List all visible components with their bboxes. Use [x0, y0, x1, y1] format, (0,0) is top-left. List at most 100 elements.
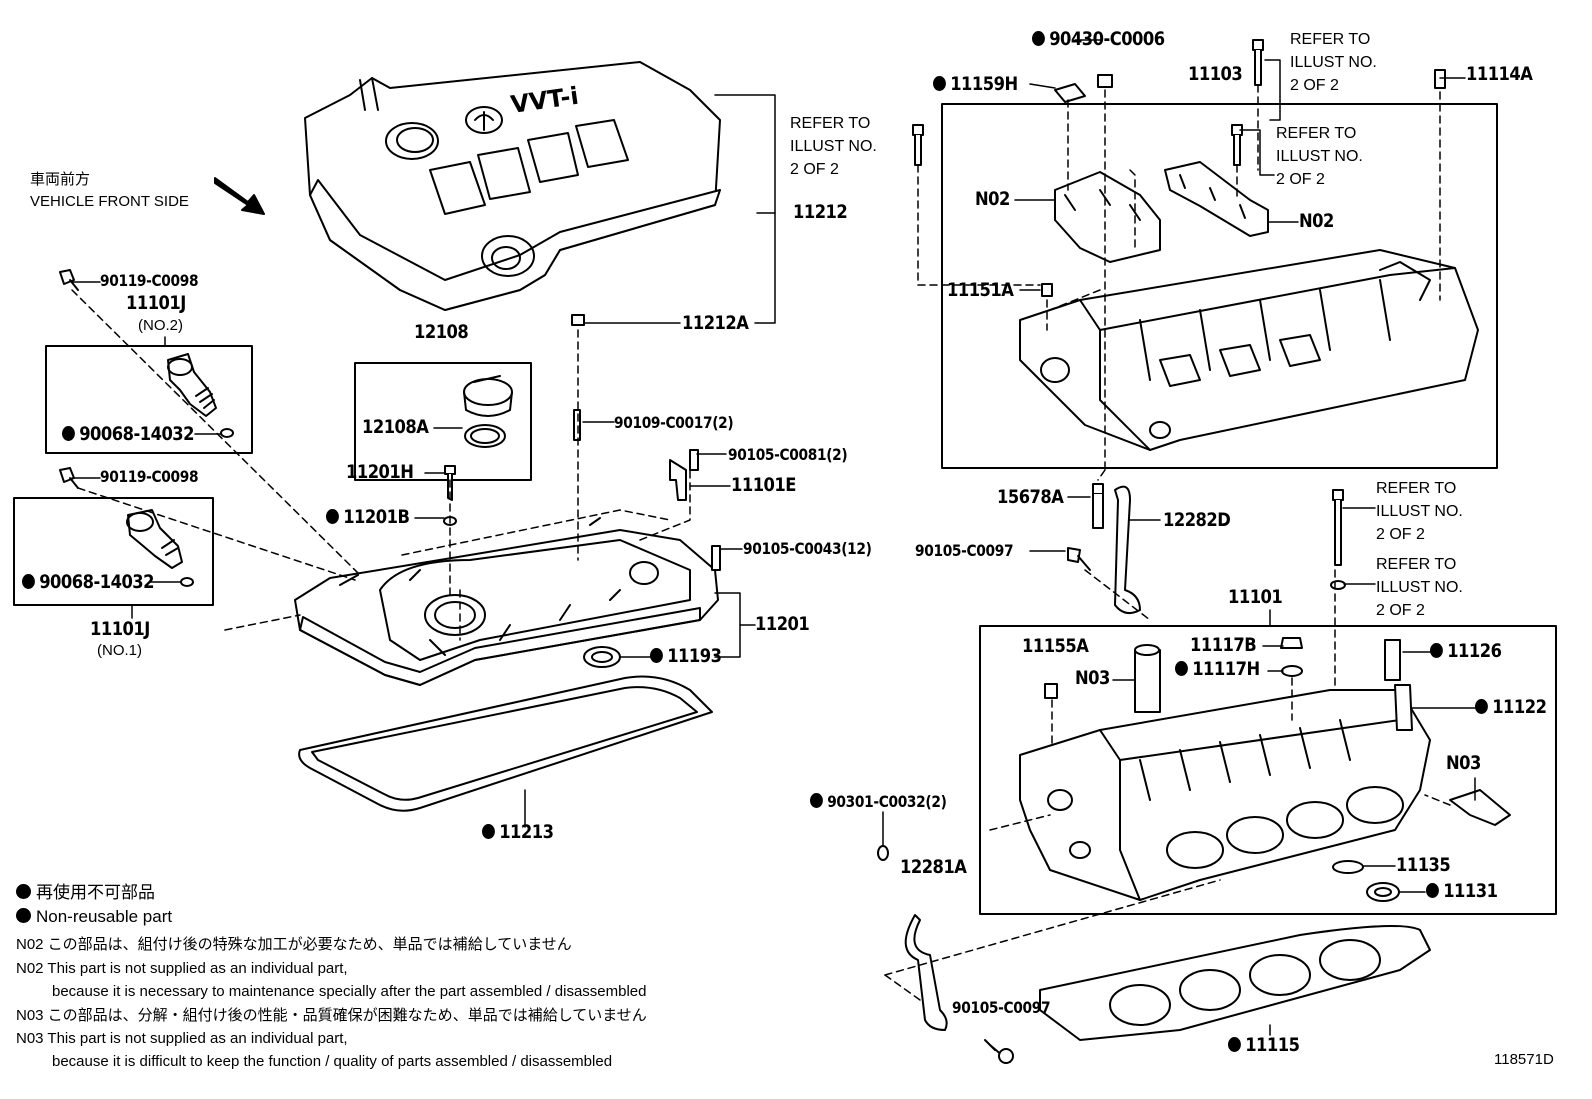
frame-11103 [941, 103, 1498, 469]
label-11159H: 11159H [933, 75, 1018, 94]
frame-11101 [979, 625, 1557, 915]
note-n02-en2: because it is necessary to maintenance s… [52, 983, 647, 1000]
front-arrow-icon [214, 177, 265, 215]
label-15678A: 15678A [997, 486, 1064, 508]
frame-ocv-no1 [13, 497, 214, 606]
refer-note-5: REFER TO ILLUST NO. 2 OF 2 [1376, 556, 1463, 619]
label-90105-c0097-b: 90105-C0097 [952, 998, 1051, 1017]
label-no1: (NO.1) [97, 642, 142, 659]
label-12108: 12108 [414, 321, 469, 343]
label-11151A: 11151A [947, 279, 1014, 301]
cylinder-head-cover-11201 [294, 517, 719, 686]
nonreusable-dot-icon [1475, 699, 1488, 714]
label-12108A: 12108A [362, 416, 429, 438]
note-n02-en1: N02 This part is not supplied as an indi… [16, 960, 348, 977]
label-11213: 11213 [482, 823, 554, 842]
camshaft-housing [1019, 249, 1479, 451]
legend-jp: 再使用不可部品 [16, 884, 155, 901]
nonreusable-dot-icon [16, 908, 31, 923]
front-side-jp: 車両前方 [30, 171, 91, 188]
label-n02-a: N02 [975, 188, 1010, 210]
nonreusable-dot-icon [16, 884, 31, 899]
label-12282D: 12282D [1163, 509, 1231, 531]
small-parts-right-bottom [877, 637, 1511, 1064]
label-11101: 11101 [1228, 586, 1283, 608]
note-n02-jp: N02 この部品は、組付け後の特殊な加工が必要なため、単品では補給していません [16, 936, 572, 953]
nonreusable-dot-icon [1032, 31, 1045, 46]
label-90119-top: 90119-C0098 [100, 271, 199, 290]
label-11101J-no1: 11101J [90, 618, 150, 640]
label-11201H: 11201H [346, 461, 414, 483]
engine-cover-11212: VVT-i [304, 61, 721, 311]
diagram-id: 118571D [1494, 1051, 1554, 1068]
label-11131: 11131 [1426, 882, 1498, 901]
note-n03-en1: N03 This part is not supplied as an indi… [16, 1030, 348, 1047]
label-11155A: 11155A [1022, 635, 1089, 657]
nonreusable-dot-icon [22, 574, 35, 589]
nonreusable-dot-icon [933, 76, 946, 91]
label-90105-c0043: 90105-C0043(12) [743, 539, 872, 558]
head-gasket-11115 [1039, 925, 1431, 1041]
label-90119-bot: 90119-C0098 [100, 467, 199, 486]
label-90109: 90109-C0017(2) [614, 413, 734, 432]
label-11201B: 11201B [326, 508, 410, 527]
label-11117B: 11117B [1190, 634, 1257, 656]
dashed-lines-right-top [917, 84, 1441, 731]
label-no2: (NO.2) [138, 317, 183, 334]
note-n03-en2: because it is difficult to keep the func… [52, 1053, 613, 1070]
frame-12108 [354, 362, 532, 481]
label-11212A: 11212A [682, 312, 749, 334]
refer-note-2: REFER TO ILLUST NO. 2 OF 2 [1290, 31, 1377, 94]
refer-note-3: REFER TO ILLUST NO. 2 OF 2 [1276, 125, 1363, 188]
label-11101E: 11101E [731, 474, 796, 496]
refer-note-4: REFER TO ILLUST NO. 2 OF 2 [1376, 480, 1463, 543]
gasket-11213 [298, 675, 713, 812]
label-11201: 11201 [755, 613, 810, 635]
label-90105-c0081: 90105-C0081(2) [728, 445, 848, 464]
label-90068-bot: 90068-14032 [22, 573, 155, 592]
leader-lines-right-top [1014, 39, 1466, 585]
label-11103: 11103 [1188, 63, 1243, 85]
frame-ocv-no2 [45, 345, 253, 454]
nonreusable-dot-icon [482, 824, 495, 839]
oil-control-valve-no2 [167, 353, 234, 438]
legend-en: Non-reusable part [16, 908, 172, 925]
oil-control-valve-no1 [126, 509, 194, 587]
nonreusable-dot-icon [1430, 643, 1443, 658]
bearing-caps-n02 [1054, 161, 1269, 263]
label-n02-b: N02 [1299, 210, 1334, 232]
leader-lines-left [71, 94, 776, 828]
refer-note-1: REFER TO ILLUST NO. 2 OF 2 [790, 115, 877, 178]
leader-lines-right-bottom [882, 609, 1476, 1036]
dashed-lines-right-bottom [884, 569, 1451, 1001]
nonreusable-dot-icon [1175, 661, 1188, 676]
label-90430: 90430-C0006 [1032, 30, 1165, 49]
label-n03-a: N03 [1075, 667, 1110, 689]
nonreusable-dot-icon [326, 509, 339, 524]
label-11135: 11135 [1396, 854, 1451, 876]
label-90068-top: 90068-14032 [62, 425, 195, 444]
label-11114A: 11114A [1466, 63, 1533, 85]
front-side-en: VEHICLE FRONT SIDE [30, 193, 189, 210]
label-11122: 11122 [1475, 698, 1547, 717]
label-11212: 11212 [793, 201, 848, 223]
label-11101J-no2: 11101J [126, 292, 186, 314]
nonreusable-dot-icon [62, 426, 75, 441]
label-90105-c0097-a: 90105-C0097 [915, 541, 1014, 560]
label-12281A: 12281A [900, 856, 967, 878]
dashed-lines-left [71, 289, 691, 641]
oil-filler-cap [463, 375, 513, 448]
nonreusable-dot-icon [650, 648, 663, 663]
nonreusable-dot-icon [810, 793, 823, 808]
label-11126: 11126 [1430, 642, 1502, 661]
nonreusable-dot-icon [1426, 883, 1439, 898]
label-11115: 11115 [1228, 1036, 1300, 1055]
label-n03-b: N03 [1446, 752, 1481, 774]
label-90301: 90301-C0032(2) [810, 793, 947, 810]
nonreusable-dot-icon [1228, 1037, 1241, 1052]
label-11117H: 11117H [1175, 660, 1260, 679]
cylinder-head [1019, 689, 1431, 901]
note-n03-jp: N03 この部品は、分解・組付け後の性能・品質確保が困難なため、単品では補給して… [16, 1007, 647, 1024]
